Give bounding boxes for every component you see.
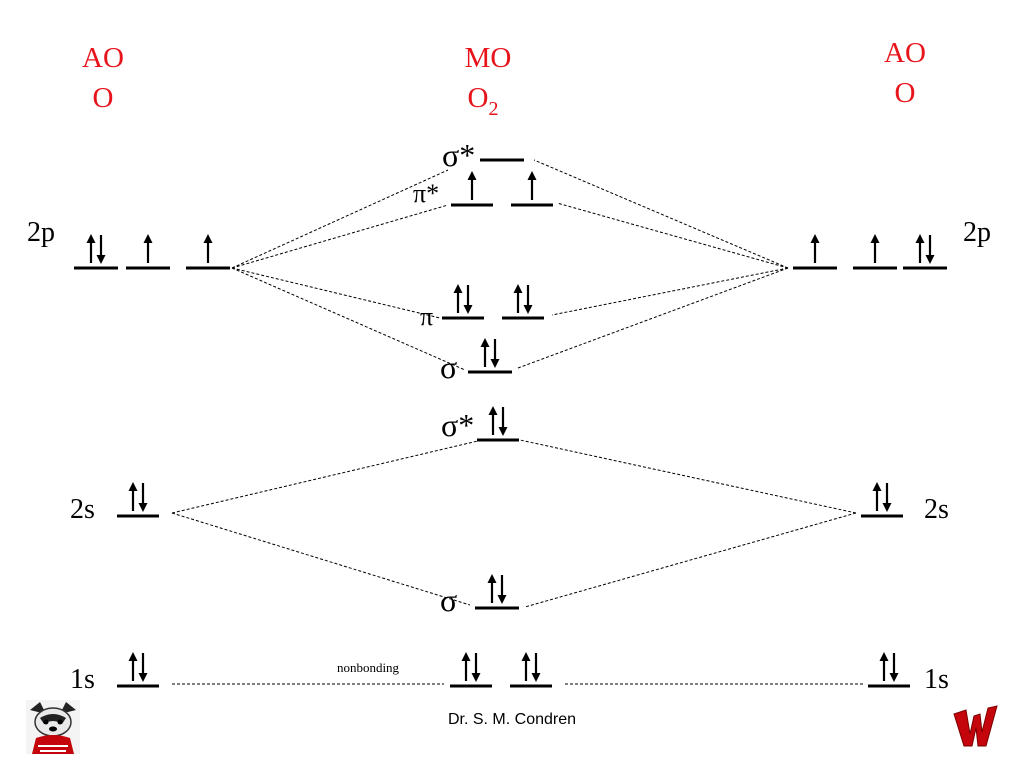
left-header-ao: AO [82,42,124,74]
electron-up-arrow [526,169,538,202]
electron-up-arrow [85,232,97,265]
electron-down-arrow [470,651,482,684]
electron-up-arrow [512,282,524,315]
electron-down-arrow [522,283,534,316]
label-left-1s: 1s [70,664,95,695]
electron-up-arrow [127,650,139,683]
connection-lines [171,159,864,685]
link-left2p-pi [231,267,441,319]
label-sigma-2p: σ [440,349,457,385]
electron-down-arrow [462,283,474,316]
orbital-sigma-2p-1 [468,336,512,374]
electron-up-arrow [452,282,464,315]
electron-down-arrow [137,651,149,684]
center-header-molecule: O2 [468,82,499,120]
electron-up-arrow [202,232,214,265]
orbital-pi-2p-2 [502,282,544,320]
link-left2s-sigmastar [171,439,483,514]
badger-mascot-icon [26,700,80,754]
orbital-right-1s-1 [868,650,910,688]
orbital-left-2p-1 [74,232,118,270]
electron-up-arrow [869,232,881,265]
link-left2p-sigmastar [231,169,449,269]
molecule-subscript: 2 [488,98,498,120]
link-right2s-sigmastar [519,439,857,514]
electron-down-arrow [881,481,893,514]
electron-up-arrow [460,650,472,683]
label-pi-star-2p: π* [413,179,439,208]
orbital-right-2s-1 [861,480,903,518]
molecule-symbol: O [468,82,489,114]
label-pi-2p: π [420,302,433,331]
electron-up-arrow [520,650,532,683]
label-sigma-star-2s: σ* [441,407,474,443]
electron-up-arrow [809,232,821,265]
orbital-right-2p-1 [793,232,837,270]
label-nonbonding: nonbonding [337,660,400,675]
orbital-left-2p-3 [186,232,230,270]
orbital-sigma-2s-1 [475,572,519,610]
link-left2s-sigma [171,512,471,606]
electron-down-arrow [95,233,107,266]
orbital-left-2s-1 [117,480,159,518]
link-right2p-sigma [517,267,789,369]
electron-down-arrow [496,573,508,606]
energy-levels [74,158,947,688]
footer-author: Dr. S. M. Condren [448,711,576,728]
electron-up-arrow [486,572,498,605]
orbital-pi-star-2p-1 [451,169,493,207]
orbital-center-1s-1 [450,650,492,688]
link-left2p-sigma [231,267,466,371]
center-header-mo: MO [465,42,512,74]
electron-down-arrow [497,405,509,438]
electron-up-arrow [487,404,499,437]
label-sigma-star-2p: σ* [442,137,475,173]
electron-up-arrow [466,169,478,202]
orbital-sigma-star-2s-1 [477,404,519,442]
orbital-right-2p-2 [853,232,897,270]
link-right2p-pi [551,267,789,316]
link-left2p-pistar [231,204,449,269]
electron-up-arrow [142,232,154,265]
label-right-1s: 1s [924,664,949,695]
right-header-ao: AO [884,37,926,69]
electron-down-arrow [530,651,542,684]
electron-down-arrow [888,651,900,684]
electron-up-arrow [878,650,890,683]
electron-down-arrow [924,233,936,266]
label-right-2s: 2s [924,494,949,525]
link-right2p-pistar [556,202,789,269]
electron-down-arrow [489,337,501,370]
label-left-2p: 2p [27,217,55,248]
orbital-pi-star-2p-2 [511,169,553,207]
link-right2s-sigma [524,512,857,608]
orbital-left-2p-2 [126,232,170,270]
electron-up-arrow [871,480,883,513]
electron-up-arrow [914,232,926,265]
right-header-atom: O [895,77,916,109]
electron-up-arrow [479,336,491,369]
orbital-center-1s-2 [510,650,552,688]
electron-up-arrow [127,480,139,513]
left-header-atom: O [93,82,114,114]
wisconsin-w-logo-icon [952,704,998,750]
orbital-pi-2p-1 [442,282,484,320]
label-right-2p: 2p [963,217,991,248]
link-right2p-sigmastar [533,159,789,269]
electron-down-arrow [137,481,149,514]
orbital-left-1s-1 [117,650,159,688]
label-sigma-2s: σ [440,582,457,618]
label-left-2s: 2s [70,494,95,525]
orbital-right-2p-3 [903,232,947,270]
